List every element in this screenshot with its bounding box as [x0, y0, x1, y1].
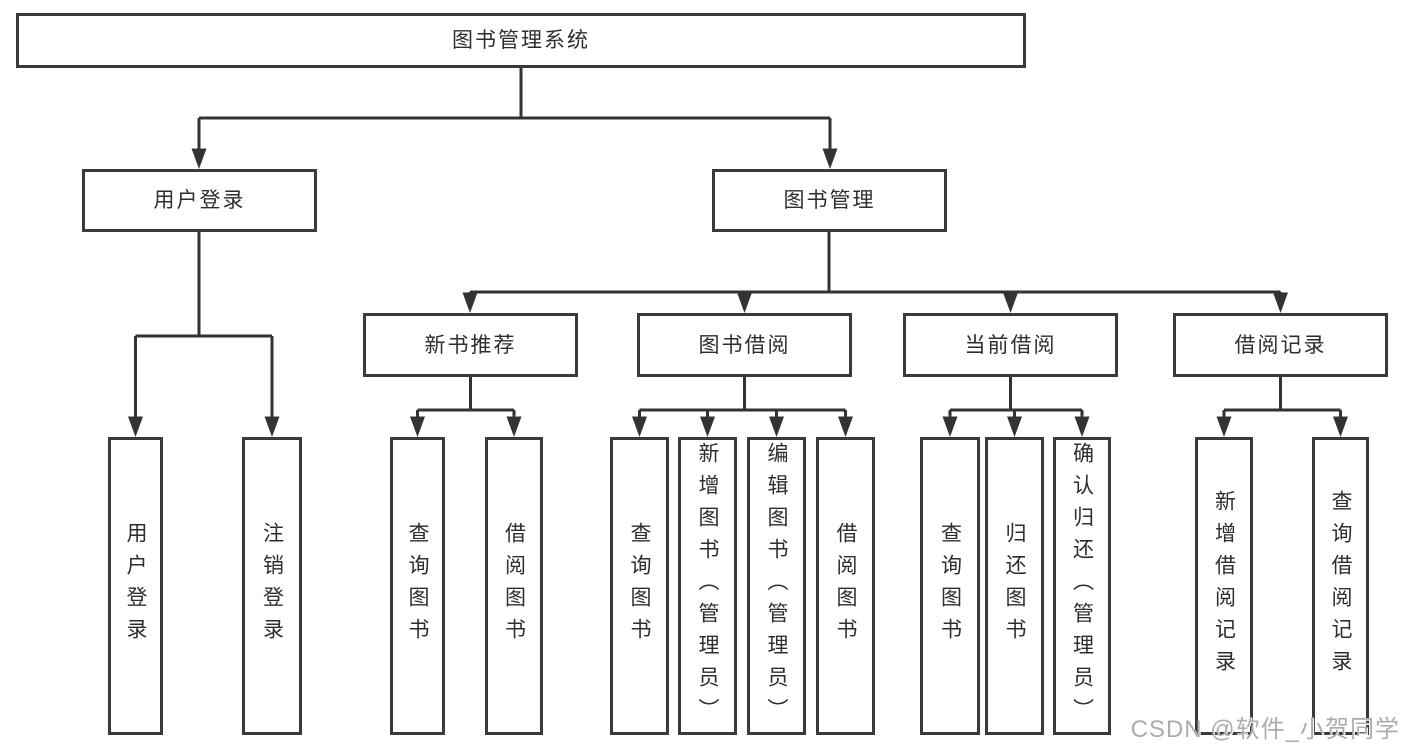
leaf-borrow-add-book-label: 新增图书（管理员） [696, 442, 719, 730]
leaf-current-query-book-label: 查询图书 [938, 522, 962, 650]
leaf-current-return-book-label: 归还图书 [1003, 522, 1026, 650]
leaf-user-login: 用户登录 [108, 437, 163, 735]
node-book-manage-label: 图书管理 [783, 189, 876, 212]
node-new-book-recommend-label: 新书推荐 [424, 333, 517, 357]
node-borrow-records: 借阅记录 [1173, 313, 1388, 377]
leaf-records-add-record: 新增借阅记录 [1195, 437, 1253, 735]
leaf-current-confirm-return-label: 确认归还（管理员） [1070, 442, 1094, 730]
node-book-manage: 图书管理 [712, 169, 947, 232]
leaf-records-query-record-label: 查询借阅记录 [1329, 490, 1352, 682]
csdn-watermark: CSDN @软件_小贺同学 [1130, 716, 1400, 743]
node-root: 图书管理系统 [16, 13, 1026, 68]
node-book-borrow-label: 图书借阅 [698, 333, 791, 357]
node-new-book-recommend: 新书推荐 [363, 313, 578, 377]
leaf-current-return-book: 归还图书 [985, 437, 1044, 735]
node-current-borrow: 当前借阅 [903, 313, 1118, 377]
leaf-borrow-query-book: 查询图书 [610, 437, 669, 735]
leaf-borrow-edit-book-label: 编辑图书（管理员） [765, 442, 788, 730]
leaf-logout-label: 注销登录 [260, 522, 284, 650]
node-current-borrow-label: 当前借阅 [964, 333, 1057, 357]
leaf-user-login-label: 用户登录 [124, 522, 147, 650]
node-root-label: 图书管理系统 [452, 29, 590, 52]
leaf-logout: 注销登录 [242, 437, 302, 735]
leaf-borrow-edit-book: 编辑图书（管理员） [747, 437, 806, 735]
node-book-borrow: 图书借阅 [637, 313, 852, 377]
leaf-borrow-add-book: 新增图书（管理员） [678, 437, 737, 735]
leaf-current-confirm-return: 确认归还（管理员） [1053, 437, 1111, 735]
leaf-recommend-query-book-label: 查询图书 [406, 522, 429, 650]
node-user-login: 用户登录 [82, 169, 317, 232]
leaf-records-add-record-label: 新增借阅记录 [1212, 490, 1236, 682]
arrowheads [128, 148, 1348, 437]
leaf-recommend-borrow-book-label: 借阅图书 [502, 522, 526, 650]
node-borrow-records-label: 借阅记录 [1234, 333, 1327, 357]
leaf-recommend-query-book: 查询图书 [390, 437, 445, 735]
leaf-recommend-borrow-book: 借阅图书 [485, 437, 543, 735]
leaf-borrow-borrow-book-label: 借阅图书 [834, 522, 857, 650]
leaf-borrow-query-book-label: 查询图书 [628, 522, 651, 650]
node-user-login-label: 用户登录 [153, 189, 246, 212]
leaf-records-query-record: 查询借阅记录 [1312, 437, 1369, 735]
leaf-borrow-borrow-book: 借阅图书 [816, 437, 875, 735]
leaf-current-query-book: 查询图书 [920, 437, 980, 735]
